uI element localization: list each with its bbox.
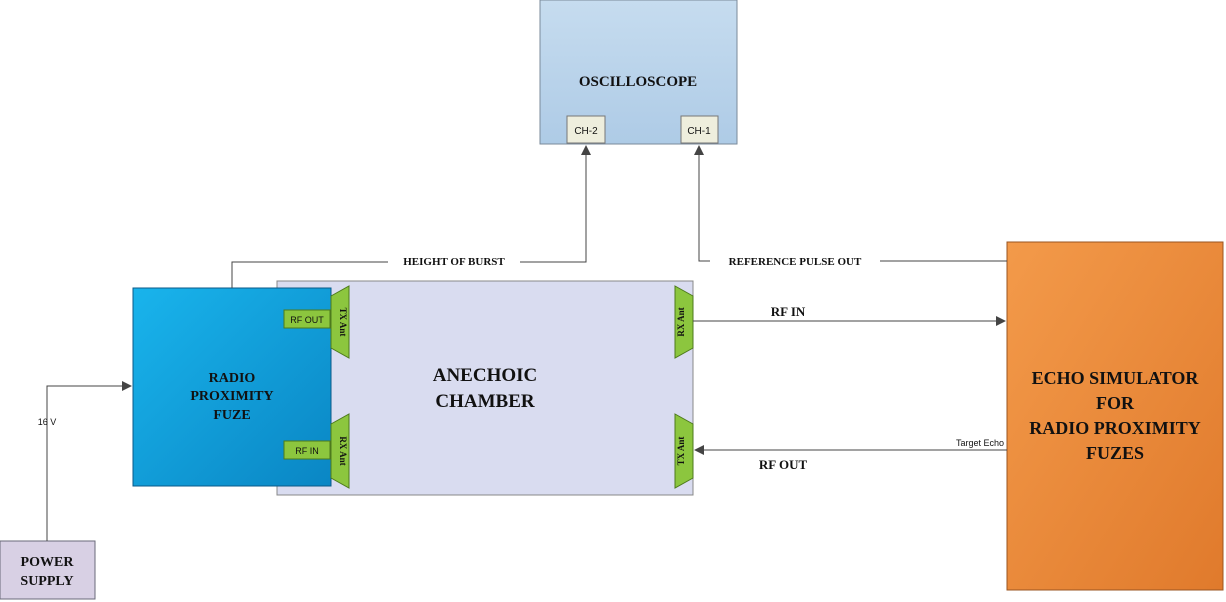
ch1-label: CH-1: [687, 126, 711, 137]
power-label-line1: POWER: [21, 555, 75, 570]
oscilloscope-label: OSCILLOSCOPE: [579, 74, 697, 90]
ch2-port: CH-2: [566, 115, 606, 144]
rx-antenna-right-label: RX Ant: [676, 307, 686, 336]
fuze-rf-out-port: RF OUT: [283, 309, 331, 329]
ch2-label: CH-2: [574, 126, 598, 137]
rx-antenna-left-label: RX Ant: [338, 436, 348, 465]
echo-label-line1: ECHO SIMULATOR: [1032, 368, 1200, 388]
target-echo-label: Target Echo: [956, 438, 1004, 448]
ch1-port: CH-1: [680, 115, 719, 144]
reference-pulse-connector: [694, 145, 1007, 262]
echo-simulator-block: ECHO SIMULATOR FOR RADIO PROXIMITY FUZES: [1006, 241, 1224, 591]
fuze-label-line3: FUZE: [213, 408, 250, 423]
rf-out-label: RF OUT: [759, 457, 808, 472]
oscilloscope-block: OSCILLOSCOPE CH-2 CH-1: [539, 0, 738, 145]
echo-label-line4: FUZES: [1086, 443, 1144, 463]
power-label-line2: SUPPLY: [20, 574, 73, 589]
fuze-rf-in-port: RF IN: [283, 440, 331, 460]
tx-antenna-right-label: TX Ant: [676, 437, 686, 466]
echo-label-line2: FOR: [1096, 393, 1135, 413]
voltage-label: 16 V: [38, 417, 57, 427]
tx-antenna-right: TX Ant: [674, 413, 694, 489]
rx-antenna-left: RX Ant: [330, 413, 350, 489]
tx-antenna-left: TX Ant: [330, 285, 350, 359]
fuze-rf-out-label: RF OUT: [290, 315, 324, 325]
echo-label-line3: RADIO PROXIMITY: [1029, 418, 1201, 438]
power-connector: [46, 381, 132, 541]
chamber-label-line2: CHAMBER: [435, 391, 535, 412]
height-of-burst-label: HEIGHT OF BURST: [403, 256, 505, 268]
fuze-rf-in-label: RF IN: [295, 446, 319, 456]
rf-in-label: RF IN: [771, 304, 806, 319]
power-supply-block: POWER SUPPLY: [0, 540, 96, 600]
radio-proximity-fuze-block: RADIO PROXIMITY FUZE RF OUT RF IN: [132, 287, 332, 487]
fuze-label-line2: PROXIMITY: [190, 389, 273, 404]
rx-antenna-right: RX Ant: [674, 285, 694, 359]
reference-pulse-label: REFERENCE PULSE OUT: [729, 256, 862, 268]
chamber-label-line1: ANECHOIC: [433, 365, 538, 386]
fuze-label-line1: RADIO: [209, 371, 256, 386]
tx-antenna-left-label: TX Ant: [338, 308, 348, 337]
